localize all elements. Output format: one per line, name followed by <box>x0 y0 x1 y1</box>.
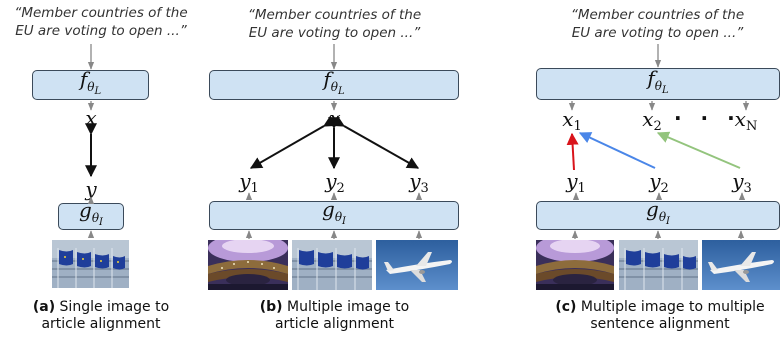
eu-flags-image <box>292 240 372 290</box>
eu-flags-photo <box>619 240 698 290</box>
caption-c: (c) Multiple image to multiple sentence … <box>555 299 765 332</box>
sentence-embedding-x2-c: x2 <box>642 107 662 134</box>
image-embedding-y-a: y <box>85 177 97 201</box>
alignment-arrow-blue <box>578 132 656 169</box>
sentence-embedding-xN-c: xN <box>734 107 758 134</box>
quote-c: “Member countries of the EU are voting t… <box>570 7 745 41</box>
airplane-image <box>376 240 458 290</box>
eu-flags-image <box>619 240 698 290</box>
text-encoder-b: fθL <box>209 69 459 100</box>
parliament-chamber-image <box>536 240 614 290</box>
image-embedding-y3-b: y3 <box>409 169 429 196</box>
flow-arrows-b <box>245 44 423 239</box>
caption-b: (b) Multiple image to article alignment <box>259 299 410 332</box>
alignment-arrows-b <box>249 115 420 170</box>
airplane-photo <box>376 240 458 290</box>
text-encoder-a: fθL <box>32 69 149 100</box>
image-encoder-c: gθI <box>536 199 780 230</box>
parliament-chamber-image <box>208 240 288 290</box>
text-encoder-c: fθL <box>536 68 780 100</box>
eu-flags-image <box>52 240 129 288</box>
text-embedding-x-a: x <box>85 106 97 130</box>
alignment-arrow-red <box>566 132 579 171</box>
parliament-chamber-photo <box>208 240 288 290</box>
airplane-image <box>702 240 780 290</box>
image-embedding-y3-c: y3 <box>732 169 752 196</box>
image-embedding-y1-b: y1 <box>239 169 259 196</box>
caption-a: (a) Single image to article alignment <box>32 299 170 332</box>
ellipsis: · · · <box>674 106 741 130</box>
airplane-photo <box>702 240 780 290</box>
quote-b: “Member countries of the EU are voting t… <box>247 7 422 41</box>
image-embedding-y2-c: y2 <box>649 169 669 196</box>
image-embedding-y2-b: y2 <box>325 169 345 196</box>
alignment-arrow-green <box>656 131 741 169</box>
flow-arrows-c <box>568 44 750 239</box>
eu-flags-photo <box>292 240 372 290</box>
image-encoder-b: gθI <box>209 199 459 230</box>
image-embedding-y1-c: y1 <box>566 169 586 196</box>
parliament-chamber-photo <box>536 240 614 290</box>
eu-flags-photo <box>52 240 129 288</box>
quote-a: “Member countries of the EU are voting t… <box>14 5 188 39</box>
sentence-embedding-x1-c: x1 <box>562 107 582 134</box>
